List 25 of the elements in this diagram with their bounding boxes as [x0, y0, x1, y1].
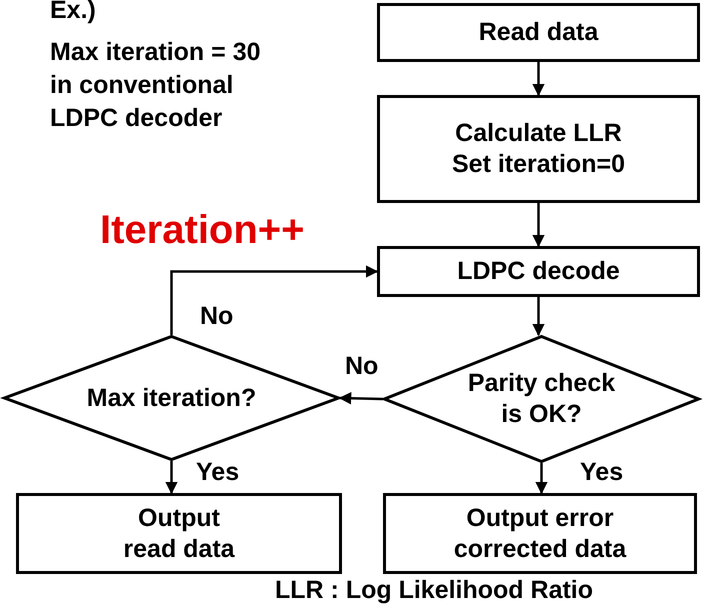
node-text: Output error corrected data: [452, 502, 628, 564]
node-text: Calculate LLR Set iteration=0: [451, 118, 626, 180]
process-box: [16, 493, 342, 574]
node-text: Max iteration?: [86, 382, 256, 414]
process-box: [377, 95, 700, 203]
note-text: LLR : Log Likelihood Ratio: [275, 576, 594, 604]
node-text: Parity check is OK?: [466, 368, 616, 430]
process-box: [377, 246, 700, 297]
arrow: [532, 62, 545, 96]
note-text: Max iteration = 30 in conventional LDPC decoder: [50, 37, 262, 134]
node-text: Output read data: [122, 502, 236, 564]
annotation: Iteration++: [100, 207, 305, 253]
node-text: Read data: [478, 17, 598, 48]
process-box: [377, 3, 700, 62]
arrow: [532, 203, 545, 248]
note-text: Ex.): [50, 0, 96, 24]
decision-diamond: [3, 335, 340, 461]
arrow: [535, 463, 548, 494]
arrow: [338, 392, 384, 404]
arrow: [165, 461, 178, 494]
process-box: [383, 493, 697, 574]
node-text: LDPC decode: [457, 256, 620, 287]
decision-diamond: [383, 335, 700, 463]
arrow: [532, 297, 545, 336]
arrow: [170, 265, 378, 335]
